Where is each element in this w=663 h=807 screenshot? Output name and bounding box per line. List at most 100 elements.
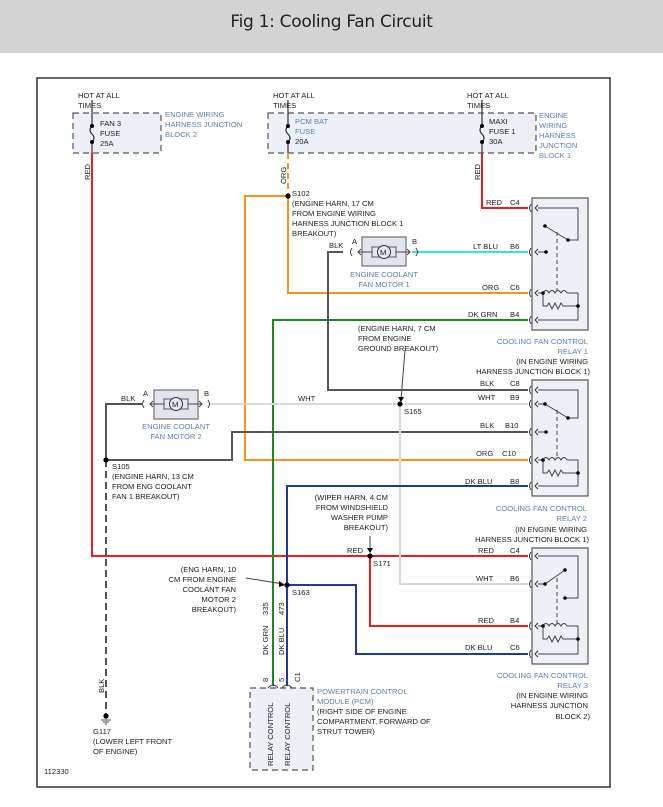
fan3-hot-line1: HOT AT ALL [78,91,120,100]
figure-header: Fig 1: Cooling Fan Circuit [0,0,663,53]
s171-wire-label: RED [347,546,364,555]
s163-desc-1: (ENG HARN, 10 [181,565,236,574]
splice-s105-dot [103,457,109,463]
relay2-pin5-wire: DK BLU [465,477,492,486]
s171-desc-3: WASHER PUMP [331,513,388,522]
relay2-name-1: COOLING FAN CONTROL [496,504,587,513]
relay1-pin2-wire: LT BLU [473,242,498,251]
pcm-connector-id: C1 [293,672,302,682]
relay2-loc-1: (IN ENGINE WIRING [515,525,587,534]
relay3-pin2-wire: WHT [476,574,494,583]
fan3-label-3: 25A [100,139,114,148]
s163-id: S163 [292,588,310,597]
wire-blk-motor1-relay2 [327,251,528,391]
wire-red-fan3 [91,153,370,557]
s105-desc-1: (ENGINE HARN, 13 CM [112,472,194,481]
relay1-pin1-wire: RED [486,198,503,207]
relay1-name-1: COOLING FAN CONTROL [497,337,588,346]
ground-desc-2: OF ENGINE) [93,747,138,756]
relay1-loc-2: HARNESS JUNCTION BLOCK 1) [476,367,590,376]
pcm-bat-hot-line2: TIMES [273,101,296,110]
pcm-bat-label-1: PCM BAT [295,117,329,126]
cooling-fan-control-relay-1 [531,197,589,331]
motor1-pin-a: A [352,237,358,246]
motor1-pin-b: B [412,237,417,246]
jb2-label-2: HARNESS JUNCTION [165,120,242,129]
cooling-fan-control-relay-3 [531,547,589,665]
pcm-bat-label-2: FUSE [295,127,315,136]
relay2-pin4-id: C10 [502,449,516,458]
junction-block-1 [267,112,537,154]
jb2-label-3: BLOCK 2 [165,130,197,139]
maxi-label-2: FUSE 1 [489,127,516,136]
relay3-pin3-id: B4 [510,616,519,625]
junction-block-2-fan3 [72,112,162,154]
relay3-loc-1: (IN ENGINE WIRING [516,691,588,700]
relay1-pin4-wire: DK GRN [468,310,498,319]
s102-id: S102 [292,189,310,198]
maxi-label-3: 30A [489,137,503,146]
relay2-pin5-id: B8 [510,477,519,486]
motor-1-icon [377,245,391,259]
relay2-pin1-id: C8 [510,379,520,388]
jb1-label-2: WIRING [539,121,567,130]
s105-id: S105 [112,462,130,471]
s163-desc-5: BREAKOUT) [192,605,237,614]
maxi-hot-line1: HOT AT ALL [467,91,509,100]
pcm-pin8-function: RELAY CONTROL [266,703,275,766]
jb2-label-1: ENGINE WIRING [165,110,225,119]
s102-desc-3: HARNESS JUNCTION BLOCK 1 [292,219,403,228]
s171-desc-4: BREAKOUT) [344,523,389,532]
wire-red-maxi-relay1 [481,153,528,209]
relay1-loc-1: (IN ENGINE WIRING [516,357,588,366]
relay2-pin2-wire: WHT [478,393,496,402]
s163-desc-2: CM FROM ENGINE [169,575,237,584]
relay1-pin1-id: C4 [510,198,520,207]
relay2-pin1-wire: BLK [480,379,494,388]
pcm-name-2: MODULE (PCM) [317,697,374,706]
ground-id: G117 [93,727,111,736]
motor2-wire-b: WHT [298,394,316,403]
relay3-loc-3: BLOCK 2) [555,712,590,721]
wire-blk-s105-relay2-b10 [106,431,528,461]
relay2-pin3-id: B10 [505,421,519,430]
s163-desc-3: COOLANT FAN [183,585,236,594]
s165-id: S165 [404,407,422,416]
engine-coolant-fan-motor-1 [350,236,418,267]
splice-s171-dot [367,553,373,559]
pcm-loc-2: COMPARTMENT, FORWARD OF [317,717,431,726]
s105-desc-3: FAN 1 BREAKOUT) [112,492,180,501]
maxi-wire-label: RED [473,163,482,180]
fan3-label-1: FAN 3 [100,119,121,128]
wire-dkblu-s163-relay3 [287,584,528,655]
pcm-bat-wire-label: ORG [279,167,288,184]
s165-desc-1: (ENGINE HARN, 7 CM [358,324,436,333]
relay1-pin2-id: B6 [510,242,519,251]
pcm-pin5-circuit: 473 [277,602,286,615]
s163-desc-4: MOTOR 2 [202,595,236,604]
relay3-pin1-wire: RED [478,546,495,555]
jb1-label-1: ENGINE [539,111,568,120]
relay3-pin4-id: C6 [510,643,520,652]
relay1-pin4-id: B4 [510,310,519,319]
s165-desc-2: FROM ENGINE [358,334,412,343]
ground-icon [101,713,111,725]
wire-dkblu-relay2-pcm [286,485,528,686]
jb1-label-5: BLOCK 1 [539,151,571,160]
wire-blk-motor2-s105 [105,403,142,460]
motor1-name-2: FAN MOTOR 1 [358,280,409,289]
motor2-wire-a: BLK [121,394,135,403]
relay3-pin3-wire: RED [478,616,495,625]
motor1-symbol: M [380,248,386,257]
relay2-loc-2: HARNESS JUNCTION BLOCK 1) [475,535,589,544]
motor2-pin-a: A [143,389,149,398]
pcm-loc-1: (RIGHT SIDE OF ENGINE [317,707,407,716]
figure-title: Fig 1: Cooling Fan Circuit [230,12,433,32]
pcm-pin5-wire: DK BLU [277,628,286,655]
relay3-name-1: COOLING FAN CONTROL [497,671,588,680]
s165-desc-3: GROUND BREAKOUT) [358,344,439,353]
relay2-pin3-wire: BLK [480,421,494,430]
motor2-symbol: M [172,400,178,409]
s171-desc-1: (WIPER HARN, 4 CM [315,493,388,502]
